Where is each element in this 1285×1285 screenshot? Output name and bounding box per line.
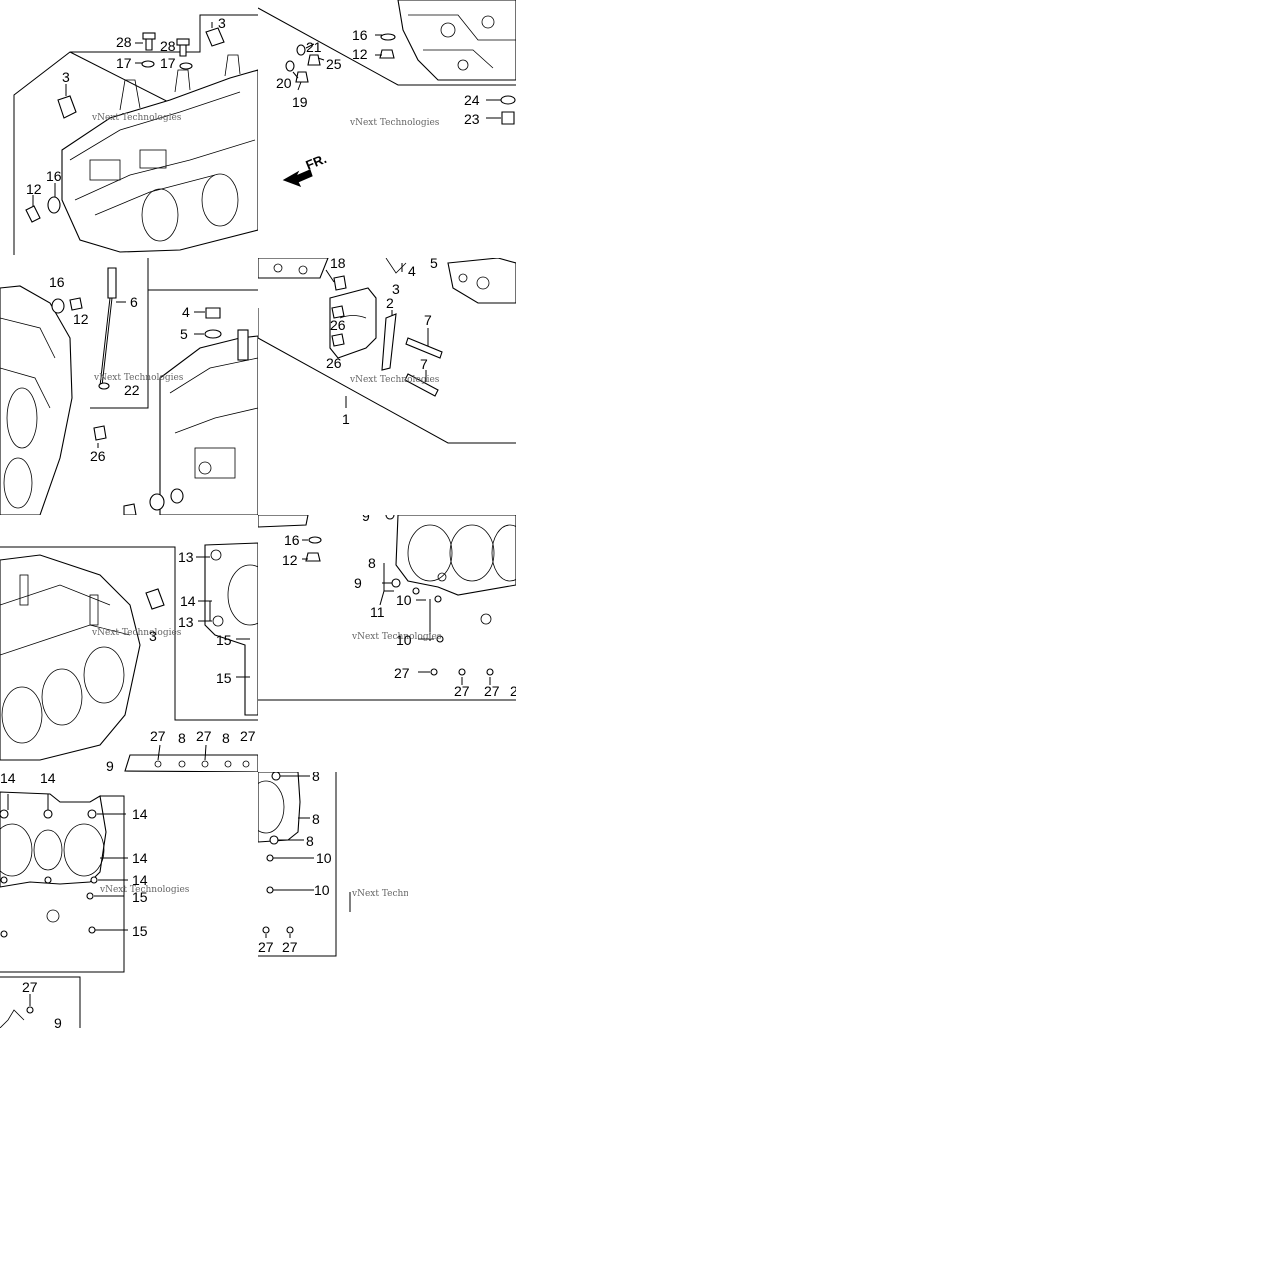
callout-label: 15 — [132, 923, 148, 939]
callout-label: 24 — [464, 92, 480, 108]
callout-label: 5 — [180, 326, 188, 342]
callout-label: 9 — [54, 1015, 62, 1028]
callout-label: 3 — [62, 69, 70, 85]
watermark-text: vNext Technologies — [93, 373, 184, 383]
callout-label: 11 — [370, 604, 385, 620]
callout-label: 3 — [149, 628, 157, 644]
callout-label: 12 — [73, 311, 89, 327]
cylinder-block-mid-right-drawing: vNext Technologies 28 17 18 3 4 5 2 26 7… — [258, 258, 516, 444]
tile-lower-left: vNext Technologies 14 14 14 14 14 15 15 … — [0, 772, 258, 1028]
tile-lower-right: vNext Technologies 8 8 8 10 10 27 27 — [258, 772, 408, 958]
watermark-text: vNext Technologies — [91, 113, 182, 123]
callout-label: 8 — [368, 555, 376, 571]
callout-label: 27 — [196, 728, 212, 744]
callout-label: 7 — [420, 356, 428, 372]
watermark-text: vNext Technologies — [91, 628, 182, 638]
callout-label: 16 — [49, 274, 65, 290]
callout-label: 22 — [124, 382, 140, 398]
callout-label: 18 — [330, 258, 346, 271]
callout-label: 9 — [354, 575, 362, 591]
callout-label: 12 — [26, 181, 42, 197]
callout-label: 27 — [394, 665, 410, 681]
callout-label: 2 — [386, 295, 394, 311]
callout-label: 27 — [484, 683, 500, 699]
callout-label: 8 — [312, 811, 320, 827]
callout-label: 27 — [240, 728, 256, 744]
callout-label: 10 — [396, 592, 412, 608]
callout-label: 19 — [292, 94, 308, 110]
callout-label: 9 — [106, 758, 114, 772]
callout-label: 8 — [306, 833, 314, 849]
callout-label: 4 — [408, 263, 416, 279]
watermark-text: vNext Technologies — [349, 118, 440, 128]
cylinder-block-lower-right-drawing: vNext Technologies 8 8 8 10 10 27 27 — [258, 772, 408, 957]
callout-label: 13 — [178, 549, 194, 565]
tile-gasket-left: vNext Technologies 13 14 13 3 15 15 27 8… — [0, 515, 258, 772]
callout-label: 10 — [314, 882, 330, 898]
cylinder-block-mid-left-drawing: vNext Technologies 16 12 6 4 5 22 26 — [0, 258, 258, 515]
callout-label: 14 — [132, 872, 148, 888]
callout-label: 26 — [330, 317, 346, 333]
callout-label: 5 — [430, 258, 438, 271]
callout-label: 4 — [182, 304, 190, 320]
callout-label: 14 — [132, 850, 148, 866]
callout-label: 27 — [22, 979, 38, 995]
tile-upper-right: FR. vNext Technologies 16 21 12 25 20 19… — [258, 0, 516, 258]
callout-label: 27 — [150, 728, 166, 744]
watermark-text: vNext Technologies — [351, 889, 408, 899]
callout-label: 17 — [160, 55, 176, 71]
callout-label: 3 — [218, 15, 226, 31]
callout-label: 28 — [116, 34, 132, 50]
callout-label: 28 — [160, 38, 176, 54]
tile-gasket-right: vNext Technologies 9 16 12 8 9 10 11 10 … — [258, 515, 516, 772]
callout-label: 15 — [216, 670, 232, 686]
callout-label: 12 — [352, 46, 368, 62]
callout-label: 16 — [284, 532, 300, 548]
callout-label: 10 — [316, 850, 332, 866]
callout-label: 8 — [312, 772, 320, 784]
watermark-text: vNext Technologies — [99, 885, 190, 895]
callout-label: 25 — [326, 56, 342, 72]
tile-mid-right: vNext Technologies 28 17 18 3 4 5 2 26 7… — [258, 258, 516, 515]
callout-label: 10 — [396, 632, 412, 648]
callout-label: 27 — [258, 939, 274, 955]
cylinder-block-upper-right-drawing: FR. vNext Technologies 16 21 12 25 20 19… — [258, 0, 516, 188]
callout-label: 6 — [130, 294, 138, 310]
callout-label: 14 — [0, 772, 16, 786]
callout-label: 23 — [464, 111, 480, 127]
callout-label: 9 — [362, 515, 370, 524]
tile-mid-left: vNext Technologies 16 12 6 4 5 22 26 — [0, 258, 258, 515]
callout-label: 27 — [282, 939, 298, 955]
front-direction-label: FR. — [304, 151, 329, 173]
tile-upper-left: vNext Technologies 3 28 28 17 17 3 12 16 — [0, 0, 258, 258]
watermark-text: vNext Technologies — [349, 375, 440, 385]
callout-label: 7 — [424, 312, 432, 328]
cylinder-block-upper-left-drawing: vNext Technologies 3 28 28 17 17 3 12 16 — [13, 14, 258, 255]
callout-label: 21 — [306, 39, 322, 55]
callout-label: 26 — [90, 448, 106, 464]
callout-label: 17 — [116, 55, 132, 71]
callout-label: 15 — [132, 889, 148, 905]
callout-label: 3 — [392, 281, 400, 297]
callout-label: 14 — [40, 772, 56, 786]
callout-label: 13 — [178, 614, 194, 630]
callout-label: 15 — [216, 632, 232, 648]
callout-label: 20 — [276, 75, 292, 91]
callout-label: 2 — [510, 683, 516, 699]
callout-label: 14 — [132, 806, 148, 822]
cylinder-block-lower-left-drawing: vNext Technologies 14 14 14 14 14 15 15 … — [0, 772, 190, 1028]
cylinder-block-gasket-left-drawing: vNext Technologies 13 14 13 3 15 15 27 8… — [0, 542, 258, 772]
callout-label: 27 — [454, 683, 470, 699]
cylinder-block-gasket-right-drawing: vNext Technologies 9 16 12 8 9 10 11 10 … — [258, 515, 516, 701]
watermark-text: vNext Technologies — [351, 632, 442, 642]
callout-label: 14 — [180, 593, 196, 609]
callout-label: 16 — [352, 27, 368, 43]
callout-label: 16 — [46, 168, 62, 184]
callout-label: 12 — [282, 552, 298, 568]
callout-label: 8 — [222, 730, 230, 746]
callout-label: 1 — [342, 411, 350, 427]
callout-label: 26 — [326, 355, 342, 371]
callout-label: 8 — [178, 730, 186, 746]
